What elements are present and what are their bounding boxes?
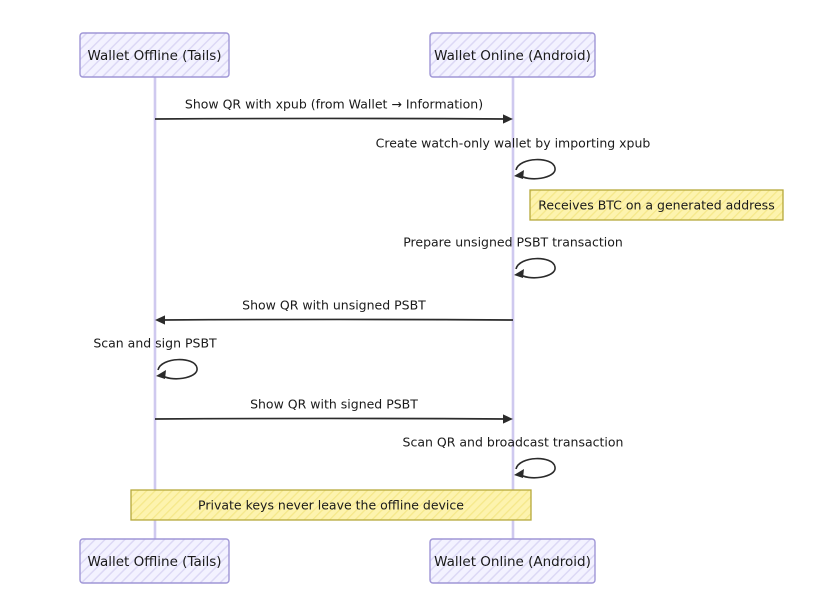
notes-layer: Receives BTC on a generated addressPriva… [130,189,784,521]
message-label: Prepare unsigned PSBT transaction [403,235,623,250]
participant-box[interactable] [429,32,596,78]
actors-layer: Wallet Offline (Tails) Wallet Online (And… [79,32,596,584]
participant-offline-bottom[interactable]: Wallet Offline (Tails) [79,538,230,584]
self-loop-path [515,158,556,180]
message-label: Show QR with unsigned PSBT [242,298,426,313]
note-label: Private keys never leave the offline dev… [198,498,464,513]
arrow-head-icon [514,269,524,278]
messages-layer: Show QR with xpub (from Wallet → Informa… [93,97,650,479]
message-label: Show QR with xpub (from Wallet → Informa… [185,97,483,112]
self-loop-path [157,358,198,380]
participant-box[interactable] [429,538,596,584]
participant-label: Wallet Offline (Tails) [87,554,221,570]
participant-box[interactable] [79,32,230,78]
arrow-head-icon [503,414,513,424]
self-loop-path [515,457,556,479]
note-label: Receives BTC on a generated address [538,198,774,213]
participant-online-top[interactable]: Wallet Online (Android) [429,32,596,78]
participant-offline-top[interactable]: Wallet Offline (Tails) [79,32,230,78]
message-line [154,117,506,120]
self-loop-path [515,257,556,279]
arrow-head-icon [514,170,524,179]
message-label: Show QR with signed PSBT [250,397,418,412]
participant-box[interactable] [79,538,230,584]
message-5: Show QR with unsigned PSBT [155,298,514,325]
message-1: Show QR with xpub (from Wallet → Informa… [154,97,513,124]
arrow-head-icon [503,114,513,124]
self-message-2: Create watch-only wallet by importing xp… [376,136,651,180]
note-9: Private keys never leave the offline dev… [130,489,532,521]
self-message-6: Scan and sign PSBT [93,336,217,380]
lifelines-layer [153,77,515,539]
participant-label: Wallet Offline (Tails) [87,48,221,64]
message-label: Scan and sign PSBT [93,336,217,351]
message-7: Show QR with signed PSBT [154,397,513,424]
arrow-head-icon [156,370,166,379]
note-3: Receives BTC on a generated address [529,189,784,221]
message-line [162,318,514,321]
note-box [529,189,784,221]
participant-label: Wallet Online (Android) [434,554,591,570]
participant-label: Wallet Online (Android) [434,48,591,64]
note-box [130,489,532,521]
message-label: Scan QR and broadcast transaction [403,435,624,450]
message-label: Create watch-only wallet by importing xp… [376,136,651,151]
self-message-4: Prepare unsigned PSBT transaction [403,235,623,279]
arrow-head-icon [155,315,165,325]
self-message-8: Scan QR and broadcast transaction [403,435,624,479]
participant-online-bottom[interactable]: Wallet Online (Android) [429,538,596,584]
message-line [154,417,506,420]
arrow-head-icon [514,469,524,478]
